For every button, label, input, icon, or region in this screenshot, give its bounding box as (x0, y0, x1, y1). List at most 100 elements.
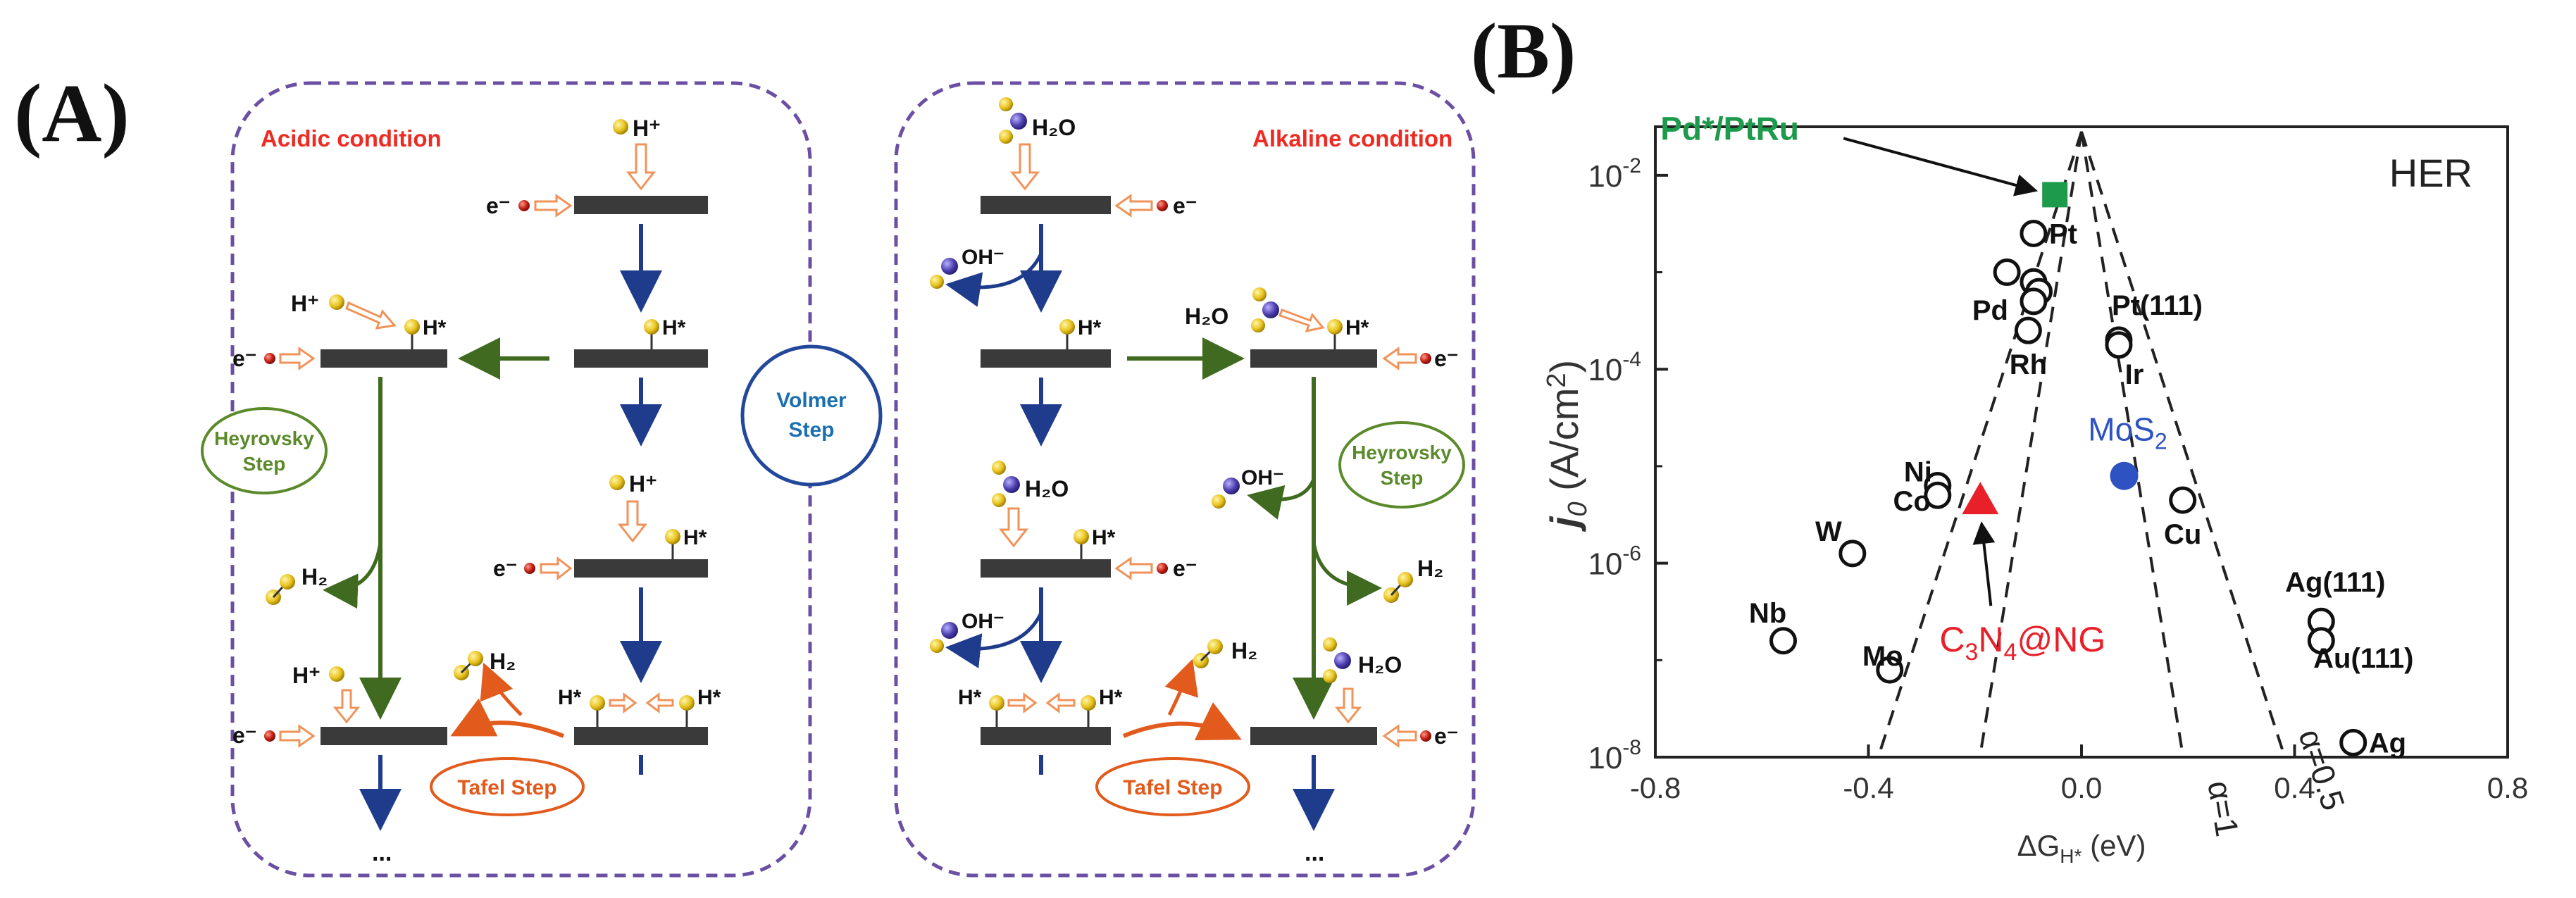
volmer-label-line2: Step (788, 418, 834, 442)
y-tick-label: 10-6 (1588, 542, 1641, 582)
surface-bar (981, 559, 1111, 578)
hydrogen-atom (679, 695, 695, 711)
ellipsis: ... (372, 840, 392, 866)
electron-dot (524, 563, 535, 574)
blue-branch-arrow (945, 252, 1043, 307)
green-branch-arrow (1312, 542, 1382, 606)
x-tick-label: 0.4 (2274, 771, 2315, 804)
tafel-step-ellipse (1095, 757, 1250, 816)
heyrovsky-label-line2: Step (243, 453, 286, 475)
highlight-label: MoS2 (2088, 411, 2167, 454)
volcano-line (2080, 131, 2286, 758)
data-point (2020, 287, 2048, 316)
h-star-label: H* (423, 316, 447, 339)
heyrovsky-label-line1: Heyrovsky (214, 428, 314, 449)
hollow-arrow-down (998, 507, 1029, 548)
oh-minus-label: OH⁻ (962, 610, 1004, 633)
data-point (1769, 627, 1797, 655)
hydrogen-atom (404, 319, 420, 335)
acidic-title: Acidic condition (261, 125, 442, 151)
heyrovsky-label-line2: Step (1381, 467, 1424, 489)
h-star-label: H* (958, 686, 982, 709)
data-point (1838, 540, 1867, 568)
electron-dot (264, 730, 275, 742)
electron-label: e⁻ (232, 346, 257, 371)
hollow-arrow-right (279, 347, 316, 370)
orange-branch-arrow (1164, 659, 1199, 716)
orange-arrow (450, 698, 565, 738)
hollow-arrow-down (1009, 143, 1040, 191)
tafel-label: Tafel Step (457, 776, 556, 799)
hydrogen-atom (280, 574, 295, 590)
h-star-label: H* (1099, 686, 1123, 709)
oh-minus-label: OH⁻ (1241, 466, 1284, 489)
point-label: W (1815, 516, 1842, 547)
surface-bar (574, 727, 708, 745)
hollow-arrow-left (1045, 692, 1076, 713)
hollow-arrow-down (1334, 687, 1362, 724)
heyrovsky-step-ellipse (1338, 421, 1465, 509)
annotation-arrow (1843, 137, 2039, 197)
hollow-arrow-diag (345, 301, 397, 330)
surface-bar (981, 727, 1111, 745)
electron-label: e⁻ (1434, 723, 1459, 749)
hydrogen-atom (665, 529, 680, 544)
volcano-line-label: α=1 (2201, 778, 2246, 839)
electron-label: e⁻ (1434, 346, 1459, 371)
h-plus-label: H⁺ (292, 663, 321, 688)
oxygen-atom (1010, 113, 1027, 130)
hydrogen-atom (1207, 639, 1223, 654)
electron-label: e⁻ (1173, 556, 1197, 581)
electron-dot (1157, 200, 1168, 211)
hollow-arrow-diag (1278, 308, 1325, 333)
hollow-arrow-left (1382, 347, 1417, 370)
orange-arrow (1122, 702, 1242, 741)
highlight-marker-circle (2110, 461, 2139, 490)
h2-label: H₂ (1417, 556, 1443, 581)
data-point (2169, 486, 2197, 514)
hydrogen-atom (1074, 529, 1089, 544)
ellipsis: ... (1305, 840, 1324, 866)
hydrogen-atom (329, 294, 344, 310)
point-label: Ni (1904, 456, 1932, 487)
hydrogen-atom (468, 651, 483, 666)
h2o-label: H₂O (1025, 476, 1069, 501)
volcano-line (1978, 131, 2083, 758)
legend-her: HER (2389, 151, 2472, 195)
hydrogen-atom (613, 119, 628, 135)
x-tick-label: -0.8 (1630, 771, 1681, 804)
data-point (2339, 728, 2367, 756)
data-point (1876, 656, 1904, 684)
h2-label: H₂ (490, 649, 516, 674)
oxygen-atom (1262, 301, 1279, 318)
point-label: Mo (1862, 641, 1903, 672)
hydrogen-atom (1323, 669, 1337, 683)
h2o-label: H₂O (1032, 115, 1076, 140)
hydrogen-atom (1398, 572, 1413, 587)
tafel-step-ellipse (430, 757, 585, 816)
hollow-arrow-down (332, 689, 361, 724)
hydrogen-atom (999, 97, 1013, 111)
electron-dot (264, 353, 275, 364)
electron-label: e⁻ (1173, 193, 1197, 218)
h-star-label: H* (1345, 316, 1369, 339)
surface-bar (321, 727, 447, 745)
h-star-label: H* (683, 526, 707, 549)
hollow-arrow-left (1382, 724, 1417, 748)
hydrogen-atom (992, 461, 1006, 475)
hydrogen-atom (329, 666, 344, 682)
hydrogen-atom (1081, 695, 1096, 711)
oxygen-atom (1003, 476, 1020, 493)
h-star-label: H* (1092, 526, 1116, 549)
data-point (2105, 331, 2133, 359)
x-axis-label: ΔGH* (eV) (2017, 829, 2146, 867)
green-branch-arrow (1247, 478, 1316, 520)
heyrovsky-label-line1: Heyrovsky (1352, 442, 1452, 463)
point-label: Ag (2369, 728, 2406, 759)
annotation-arrow (1972, 521, 1996, 606)
h-star-label: H* (1078, 316, 1102, 339)
y-axis-label: j0 (A/cm2) (1542, 360, 1593, 532)
